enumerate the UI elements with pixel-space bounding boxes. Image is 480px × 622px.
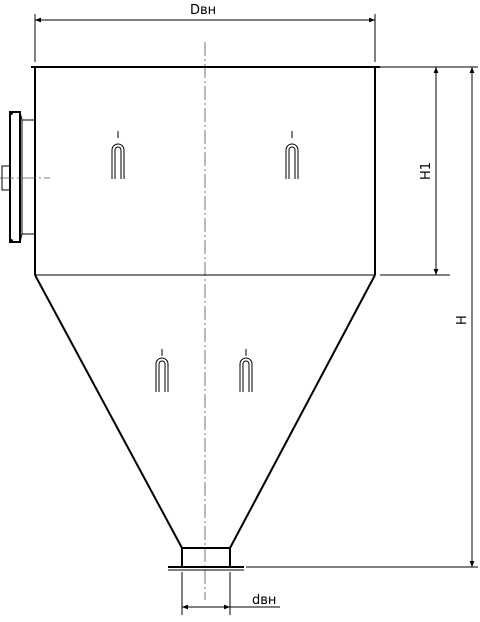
dim-outer-diameter: Dвн — [34, 3, 376, 62]
lug-upper-left — [111, 131, 125, 179]
outlet-pipe — [168, 547, 244, 571]
cone-body — [34, 274, 376, 549]
dim-inner-diameter: dвн — [181, 572, 280, 615]
cylinder-height-label: H1 — [419, 162, 434, 180]
lug-lower-right — [239, 349, 253, 392]
lug-upper-right — [285, 131, 299, 179]
side-hatch — [0, 111, 50, 243]
dim-cylinder-height: H1 — [380, 66, 450, 276]
dim-total-height: H — [246, 66, 478, 568]
inner-diameter-label: dвн — [252, 593, 276, 608]
outer-diameter-label: Dвн — [190, 3, 216, 18]
lug-lower-left — [155, 349, 169, 392]
total-height-label: H — [455, 315, 470, 325]
